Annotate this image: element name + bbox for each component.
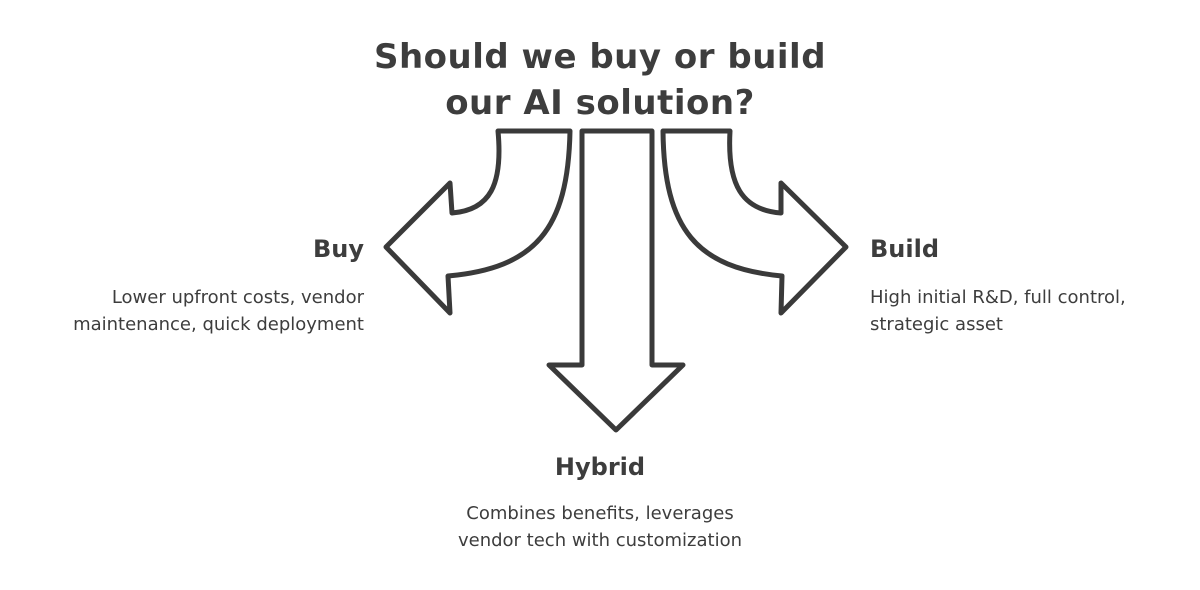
hybrid-desc-line-1: Combines benefits, leverages bbox=[466, 503, 734, 524]
buy-desc-line-1: Lower upfront costs, vendor bbox=[111, 287, 364, 308]
buy-option-description: Lower upfront costs, vendor maintenance,… bbox=[20, 284, 364, 338]
hybrid-option-description: Combines benefits, leverages vendor tech… bbox=[400, 500, 800, 554]
build-arrow bbox=[660, 128, 849, 316]
diagram-title: Should we buy or build our AI solution? bbox=[300, 34, 900, 126]
title-line-1: Should we buy or build bbox=[373, 37, 827, 77]
buy-arrow bbox=[383, 128, 573, 316]
title-line-2: our AI solution? bbox=[445, 83, 755, 123]
build-option-title: Build bbox=[870, 235, 940, 263]
hybrid-option-title: Hybrid bbox=[554, 453, 646, 481]
build-option-description: High initial R&D, full control, strategi… bbox=[870, 284, 1126, 338]
hybrid-arrow bbox=[546, 128, 686, 433]
buy-option-title: Buy bbox=[312, 235, 364, 263]
build-desc-line-2: strategic asset bbox=[870, 314, 1003, 335]
hybrid-desc-line-2: vendor tech with customization bbox=[457, 530, 742, 551]
buy-desc-line-2: maintenance, quick deployment bbox=[73, 314, 364, 335]
build-desc-line-1: High initial R&D, full control, bbox=[870, 287, 1126, 308]
